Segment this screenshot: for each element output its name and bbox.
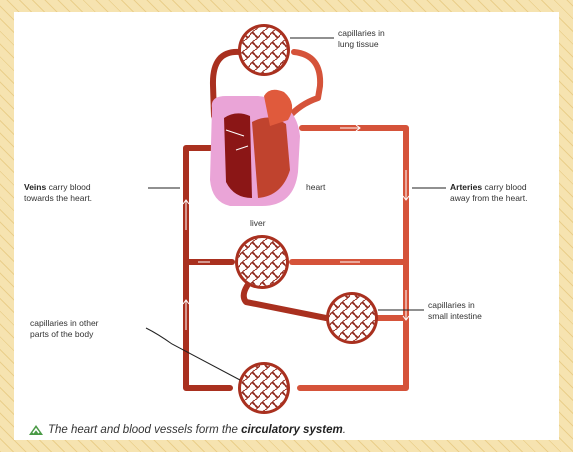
caption-text: The heart and blood vessels form the [48, 424, 241, 436]
veins-label-rest: carry blood [46, 182, 90, 192]
veins-label-line2: towards the heart. [24, 193, 92, 204]
leader-lines [146, 38, 446, 380]
arteries-label-rest: carry blood [482, 182, 526, 192]
intestine-label-line1: capillaries in [428, 300, 482, 311]
arteries-label-bold: Arteries [450, 182, 482, 192]
liver-label: liver [250, 218, 266, 229]
caption-bold: circulatory system [241, 424, 343, 436]
heart-illustration [210, 90, 300, 206]
intestine-label-line2: small intestine [428, 311, 482, 322]
caption-end: . [343, 424, 346, 436]
veins-label: Veins carry blood towards the heart. [24, 182, 92, 204]
intestine-capillaries-label: capillaries in small intestine [428, 300, 482, 322]
other-capillaries-label: capillaries in other parts of the body [30, 318, 99, 340]
other-label-line1: capillaries in other [30, 318, 99, 329]
arteries-label-line2: away from the heart. [450, 193, 527, 204]
lung-capillaries [238, 24, 290, 76]
lung-capillaries-label: capillaries in lung tissue [338, 28, 385, 50]
liver-capillaries [235, 235, 289, 289]
veins-label-bold: Veins [24, 182, 46, 192]
arteries-label: Arteries carry blood away from the heart… [450, 182, 527, 204]
other-label-line2: parts of the body [30, 329, 99, 340]
triangle-logo-icon [28, 424, 44, 436]
body-capillaries [238, 362, 290, 414]
lung-label-line1: capillaries in [338, 28, 385, 39]
intestine-capillaries [326, 292, 378, 344]
heart-label: heart [306, 182, 325, 193]
lung-label-line2: lung tissue [338, 39, 385, 50]
figure-caption: The heart and blood vessels form the cir… [48, 424, 346, 436]
